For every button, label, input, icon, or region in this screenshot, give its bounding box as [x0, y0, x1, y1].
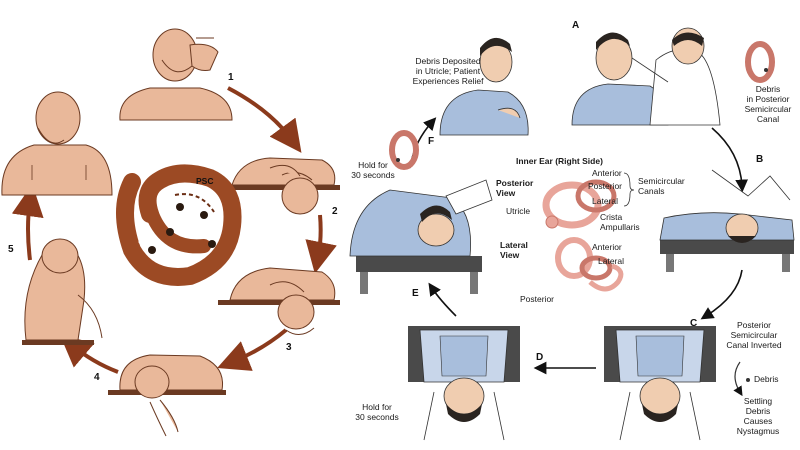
ear-icon-a	[748, 44, 772, 80]
figure-top-left-seated	[2, 92, 112, 195]
label-debris: Debris	[754, 374, 779, 384]
figure-step-f	[440, 38, 528, 135]
arrow-d-to-e	[432, 288, 456, 316]
step-letter-a: A	[572, 20, 579, 31]
label-debris-deposited: Debris Deposited in Utricle; Patient Exp…	[398, 56, 498, 86]
step-letter-d: D	[536, 352, 543, 363]
arrow-b-to-c	[706, 270, 742, 316]
figure-step-a	[572, 28, 720, 125]
arrow-a-to-b	[712, 128, 742, 186]
step-number-3: 3	[286, 342, 292, 353]
figure-step-c	[604, 326, 716, 440]
label-psc-inverted: Posterior Semicircular Canal Inverted	[712, 320, 796, 350]
label-utricle: Utricle	[506, 206, 530, 216]
label-debris-in-psc: Debris in Posterior Semicircular Canal	[736, 84, 800, 124]
step-letter-f: F	[428, 136, 434, 147]
right-panel	[350, 28, 794, 440]
step-number-2: 2	[332, 206, 338, 217]
figure-step-1	[120, 29, 232, 120]
step-letter-c: C	[690, 318, 697, 329]
label-anterior-2: Anterior	[592, 242, 622, 252]
label-settling-debris: Settling Debris Causes Nystagmus	[730, 396, 786, 436]
inner-ear-title: Inner Ear (Right Side)	[516, 156, 603, 166]
figure-step-5	[22, 239, 102, 345]
label-hold-d: Hold for 30 seconds	[350, 402, 404, 422]
step-letter-e: E	[412, 288, 419, 299]
step-letter-b: B	[756, 154, 763, 165]
step-number-4: 4	[94, 372, 100, 383]
label-semicircular-canals: Semicircular Canals	[638, 176, 685, 196]
semicircular-canals-brace	[624, 173, 634, 206]
cycle-arrow-3	[232, 330, 286, 362]
cycle-arrow-2	[318, 215, 321, 258]
cycle-arrow-4	[72, 345, 118, 372]
inner-ear-model-left	[125, 173, 233, 276]
label-lateral-view: Lateral View	[500, 240, 528, 260]
label-hold-f: Hold for 30 seconds	[346, 160, 400, 180]
canal-label-ut: UT	[138, 236, 149, 246]
step-number-1: 1	[228, 72, 234, 83]
cycle-arrow-5	[28, 200, 30, 260]
label-lateral-1: Lateral	[592, 196, 618, 206]
label-posterior-1: Posterior	[588, 181, 622, 191]
label-posterior-2: Posterior	[520, 294, 554, 304]
label-anterior-1: Anterior	[592, 168, 622, 178]
figure-step-d	[408, 326, 520, 440]
label-lateral-2: Lateral	[598, 256, 624, 266]
left-panel	[2, 29, 340, 436]
ear-icon-c	[735, 362, 750, 392]
cycle-arrow-1	[228, 88, 292, 140]
figure-step-4	[108, 355, 226, 436]
label-crista-ampullaris: Crista Ampullaris	[600, 212, 640, 232]
step-number-5: 5	[8, 244, 14, 255]
figure-step-e	[350, 180, 492, 294]
canal-label-psc: PSC	[196, 176, 213, 186]
figure-step-3	[218, 268, 340, 335]
label-posterior-view: Posterior View	[496, 178, 533, 198]
